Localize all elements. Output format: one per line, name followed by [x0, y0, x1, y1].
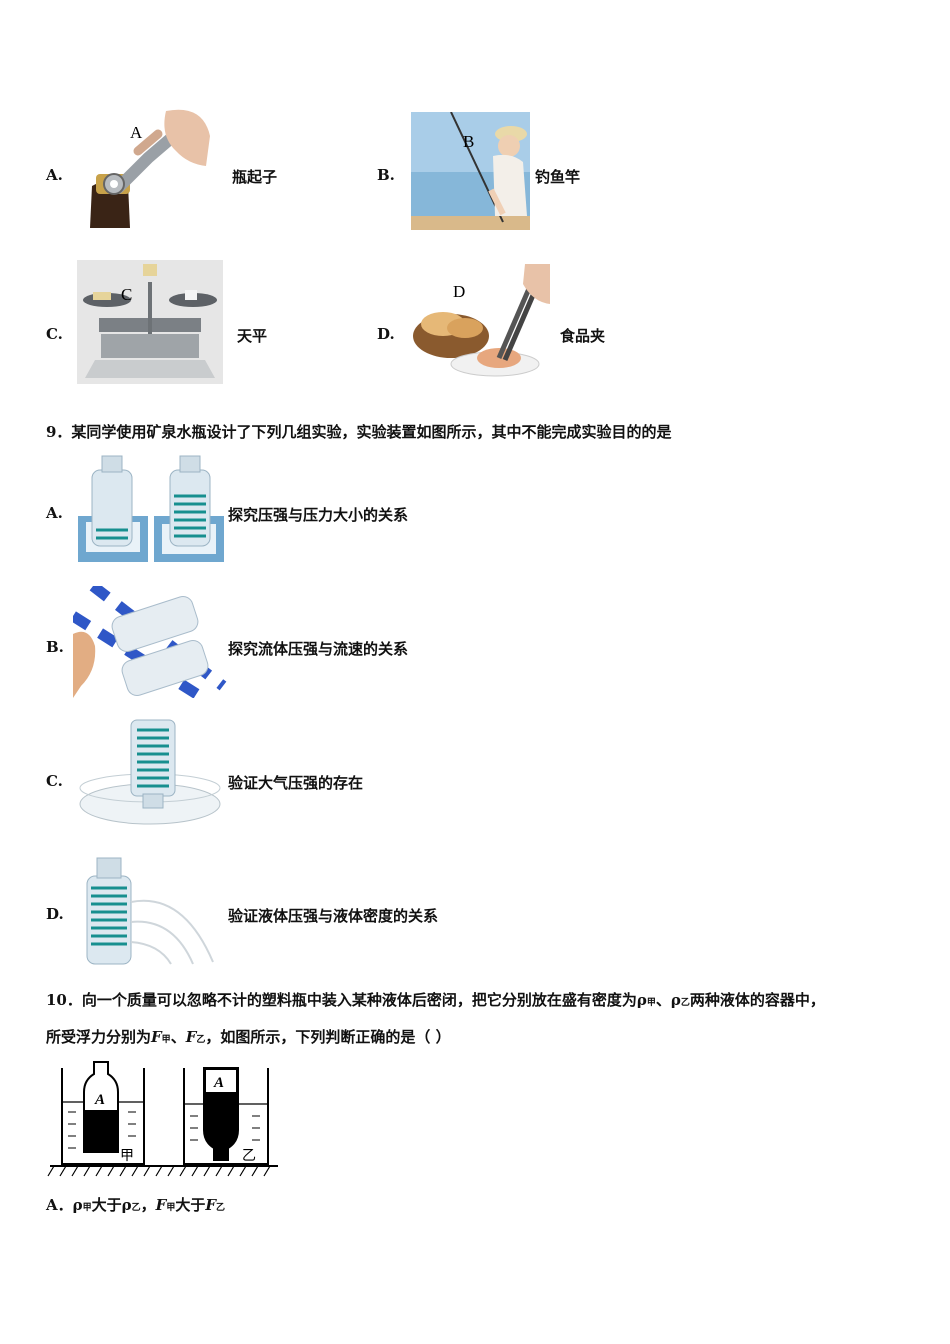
q8-option-d-label: D. — [377, 325, 395, 343]
label-jia: 甲 — [120, 1147, 134, 1163]
bottle-with-holes-image — [73, 852, 227, 966]
q8-option-b-caption: 钓鱼竿 — [535, 168, 581, 186]
q10-line2-text: 所受浮力分别为 — [46, 1028, 152, 1046]
rho-symbol: ρ — [121, 1196, 132, 1214]
bottles-on-sponge-image — [74, 452, 228, 564]
q10-line1-end: 两种液体的容器中， — [689, 991, 825, 1009]
q8-option-a-caption: 瓶起子 — [232, 168, 278, 186]
force-symbol: F — [205, 1196, 217, 1214]
q8-option-c-label: C. — [46, 325, 63, 343]
q8-option-b-label: B. — [377, 166, 395, 184]
food-tongs-image: D — [413, 264, 550, 380]
q9-option-b-label: B. — [46, 638, 64, 656]
inverted-bottle-in-dish-image — [73, 718, 227, 830]
q10-line1-text: 10．向一个质量可以忽略不计的塑料瓶中装入某种液体后密闭，把它分别放在盛有密度为 — [46, 991, 637, 1009]
subscript-yi: 乙 — [216, 1203, 226, 1213]
q9-option-b-text: 探究流体压强与流速的关系 — [228, 640, 409, 658]
subscript-jia: 甲 — [646, 998, 656, 1008]
q9-option-c-label: C. — [46, 772, 63, 790]
subscript-yi: 乙 — [680, 998, 690, 1008]
q9-option-c-text: 验证大气压强的存在 — [228, 774, 364, 792]
label-yi: 乙 — [242, 1147, 256, 1163]
subscript-yi: 乙 — [196, 1035, 206, 1045]
comma: ， — [140, 1196, 156, 1214]
q10-line2-end: ，如图所示，下列判断正确的是（ ） — [205, 1028, 451, 1046]
q8-option-c-caption: 天平 — [237, 327, 268, 345]
image-letter-a: A — [130, 123, 143, 142]
greater-than-text: 大于 — [175, 1196, 206, 1214]
q9-option-a-text: 探究压强与压力大小的关系 — [228, 506, 409, 524]
q8-option-d-caption: 食品夹 — [560, 327, 606, 345]
rho-symbol: ρ — [670, 991, 681, 1009]
force-symbol: F — [151, 1028, 162, 1046]
bottle-opener-image: A — [78, 106, 213, 228]
q9-option-a-label: A. — [46, 504, 63, 522]
option-label: A． — [46, 1196, 73, 1214]
q9-stem: 9．某同学使用矿泉水瓶设计了下列几组实验，实验装置如图所示，其中不能完成实验目的… — [46, 423, 672, 441]
image-letter-b: B — [463, 132, 474, 151]
balance-scale-image: C — [77, 260, 223, 384]
greater-than-text: 大于 — [91, 1196, 122, 1214]
subscript-jia: 甲 — [161, 1035, 171, 1045]
q10-stem-line2: 所受浮力分别为F甲、F乙，如图所示，下列判断正确的是（ ） — [46, 1026, 451, 1047]
image-letter-c: C — [121, 285, 132, 304]
left-bottle-letter: A — [94, 1092, 105, 1108]
separator: 、 — [170, 1028, 186, 1046]
q9-option-d-label: D. — [46, 905, 64, 923]
q8-option-a-label: A. — [46, 166, 63, 184]
floating-bottle-diagram: A 甲 A 乙 — [46, 1058, 282, 1184]
subscript-yi: 乙 — [131, 1203, 141, 1213]
subscript-jia: 甲 — [82, 1203, 92, 1213]
q9-option-d-text: 验证液体压强与液体密度的关系 — [228, 907, 439, 925]
force-symbol: F — [185, 1028, 197, 1046]
right-bottle-letter: A — [213, 1075, 224, 1091]
rho-symbol: ρ — [72, 1196, 83, 1214]
blowing-between-bottles-image — [73, 586, 227, 698]
subscript-jia: 甲 — [166, 1203, 176, 1213]
force-symbol: F — [155, 1196, 167, 1214]
image-letter-d: D — [453, 282, 465, 301]
separator: 、 — [655, 991, 671, 1009]
rho-symbol: ρ — [636, 991, 647, 1009]
q10-stem-line1: 10．向一个质量可以忽略不计的塑料瓶中装入某种液体后密闭，把它分别放在盛有密度为… — [46, 989, 825, 1010]
fishing-rod-image: B — [411, 112, 530, 230]
q10-option-a: A．ρ甲大于ρ乙，F甲大于F乙 — [46, 1194, 225, 1215]
